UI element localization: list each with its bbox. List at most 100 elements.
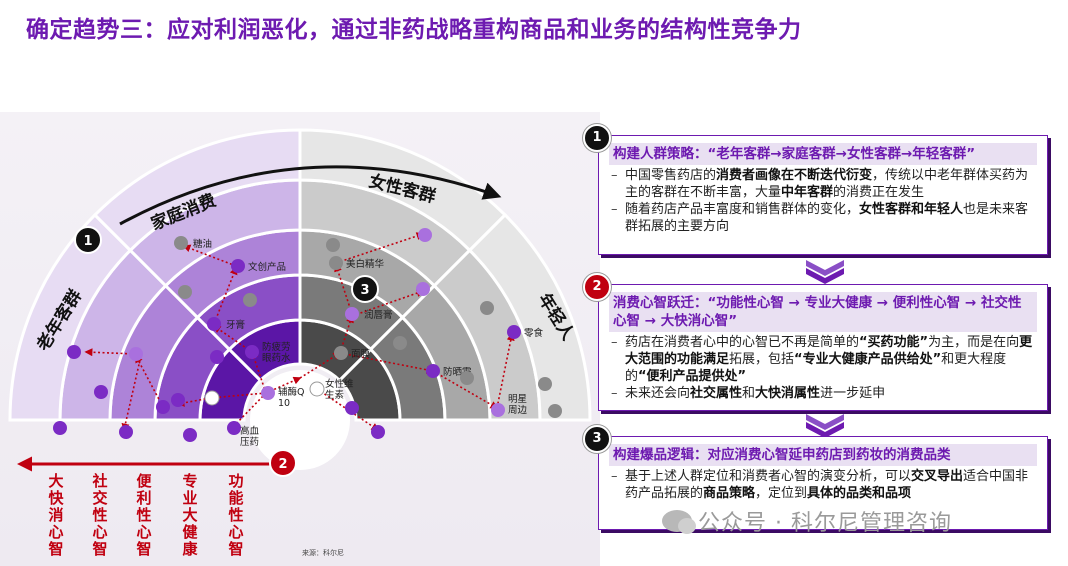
product-dot xyxy=(418,228,432,242)
migration-arrow xyxy=(351,289,425,317)
migration-arrow xyxy=(212,325,253,353)
source-note: 来源：科尔尼 xyxy=(302,549,344,557)
product-dot xyxy=(538,377,552,391)
product-dot xyxy=(207,317,221,331)
product-dot xyxy=(329,256,343,270)
ring-sector xyxy=(467,212,592,422)
product-dot xyxy=(491,403,505,417)
product-label-l6: 高血压药 xyxy=(240,425,260,448)
watermark-text: 公众号 · 科尔尼管理咨询 xyxy=(698,511,952,536)
bullet-text: ，传统以中老年群体买药为主的客群在不断丰富，大量 xyxy=(625,168,1029,200)
product-label-r2: 润唇膏 xyxy=(364,309,393,321)
product-dot xyxy=(426,364,440,378)
product-dot xyxy=(309,381,325,397)
diagram-badge-1: 1 xyxy=(74,226,102,254)
bullet-emphasis: 消费者画像在不断迭代衍变 xyxy=(716,168,873,183)
product-dot xyxy=(227,421,241,435)
product-dot xyxy=(345,307,359,321)
migration-arrow xyxy=(182,244,237,267)
product-dot xyxy=(119,425,133,439)
bullet-text: 中国零售药店的 xyxy=(625,168,717,183)
bullet-text: 药店在消费者心中的心智已不再是简单的 xyxy=(625,335,860,350)
card-strategy-1: 构建人群策略：“老年客群→家庭客群→女性客群→年轻客群” 中国零售药店的消费者画… xyxy=(598,135,1048,255)
mindset-column-label: 便利性心智 xyxy=(136,472,152,558)
mindset-column-label: 功能性心智 xyxy=(228,472,243,558)
product-dot xyxy=(460,371,474,385)
product-dot xyxy=(174,236,188,250)
migration-arrow xyxy=(299,352,342,379)
product-label-r7: 明星周边 xyxy=(508,394,528,416)
card-bullet: 未来还会向社交属性和大快消属性进一步延申 xyxy=(609,385,1037,402)
product-dot xyxy=(548,404,562,418)
bullet-emphasis: “买药功能” xyxy=(859,335,929,350)
card-list-1: 中国零售药店的消费者画像在不断迭代衍变，传统以中老年群体买药为主的客群在不断丰富… xyxy=(609,167,1037,235)
svg-text:1: 1 xyxy=(83,234,92,249)
product-label-r3: 面膜 xyxy=(351,349,371,360)
product-dot xyxy=(156,400,170,414)
migration-arrow xyxy=(496,332,515,409)
bullet-text: 和 xyxy=(742,386,756,401)
bullet-emphasis: 更大范围的功能满足 xyxy=(625,335,1033,367)
migration-arrow xyxy=(432,370,499,409)
product-dot xyxy=(371,425,385,439)
product-label-r4: 女性维生素 xyxy=(325,378,354,401)
product-dot xyxy=(210,350,224,364)
product-dot xyxy=(507,325,521,339)
diagram-badge-2: 2 xyxy=(269,449,297,477)
product-dot xyxy=(243,293,257,307)
migration-arrow xyxy=(135,354,164,408)
diagram-badge-3: 3 xyxy=(351,275,379,303)
card-list-2: 药店在消费者心中的心智已不再是简单的“买药功能”为主，而是在向更大范围的功能满足… xyxy=(609,334,1037,402)
bullet-emphasis: 大快消属性 xyxy=(755,386,821,401)
product-label-l1: 糖油 xyxy=(193,238,212,250)
product-dot xyxy=(480,301,494,315)
product-dot xyxy=(245,345,259,359)
card-head-2: 消费心智跃迁：“功能性心智 → 专业大健康 → 便利性心智 → 社交性心智 → … xyxy=(609,292,1037,332)
card-bullet: 中国零售药店的消费者画像在不断迭代衍变，传统以中老年群体买药为主的客群在不断丰富… xyxy=(609,167,1037,201)
bullet-emphasis: 具体的品类和品项 xyxy=(807,486,912,501)
product-dot xyxy=(261,386,275,400)
product-dot xyxy=(204,390,220,406)
migration-arrow xyxy=(335,232,425,264)
watermark: 公众号 · 科尔尼管理咨询 xyxy=(662,505,952,537)
product-dot xyxy=(178,285,192,299)
mindset-column-label: 社交性心智 xyxy=(91,472,107,558)
ring-sectors xyxy=(8,128,592,470)
bullet-emphasis: 社交属性 xyxy=(690,386,743,401)
bullet-text: 拓展，包括 xyxy=(729,352,795,367)
bullet-emphasis: 商品策略 xyxy=(703,486,756,501)
bullet-text: 未来还会向 xyxy=(625,386,691,401)
product-label-l4: 防疲劳眼药水 xyxy=(262,341,291,364)
product-dot xyxy=(345,401,359,415)
bullet-emphasis: “便利产品提供处” xyxy=(638,369,747,384)
svg-text:3: 3 xyxy=(360,283,369,298)
product-dot xyxy=(171,393,185,407)
bullet-text: ，定位到 xyxy=(755,486,808,501)
card-bullet: 药店在消费者心中的心智已不再是简单的“买药功能”为主，而是在向更大范围的功能满足… xyxy=(609,334,1037,385)
bullet-text: 也是未来客群拓展的主要方向 xyxy=(625,202,1029,234)
ring-sector xyxy=(298,128,508,253)
product-dot xyxy=(334,346,348,360)
bullet-text: 和更大程度的 xyxy=(625,352,1007,384)
product-dot xyxy=(53,421,67,435)
product-label-l3: 牙膏 xyxy=(226,319,245,331)
bullet-text: 的消费正在发生 xyxy=(833,185,925,200)
chevron-down-icon xyxy=(806,260,844,284)
bullet-emphasis: 交叉导出 xyxy=(911,469,964,484)
bullet-emphasis: 女性客群和年轻人 xyxy=(859,202,964,217)
migration-arrow xyxy=(121,359,141,432)
bullet-emphasis: 中年客群 xyxy=(781,185,834,200)
mindset-column-label: 专业大健康 xyxy=(182,472,198,558)
migration-arrow xyxy=(84,348,137,357)
migration-arrow xyxy=(213,266,238,325)
card-bullet: 随着药店产品丰富度和销售群体的变化，女性客群和年轻人也是未来客群拓展的主要方向 xyxy=(609,201,1037,235)
direction-arc xyxy=(119,165,502,226)
bullet-text: 适合中国非药产品拓展的 xyxy=(625,469,1029,501)
bullet-text: 为主，而是在向 xyxy=(928,335,1020,350)
product-dot xyxy=(231,259,245,273)
card-strategy-2: 消费心智跃迁：“功能性心智 → 专业大健康 → 便利性心智 → 社交性心智 → … xyxy=(598,284,1048,411)
bullet-text: 基于上述人群定位和消费者心智的演变分析，可以 xyxy=(625,469,912,484)
card-badge-2: 2 xyxy=(583,273,611,301)
product-dot xyxy=(94,385,108,399)
